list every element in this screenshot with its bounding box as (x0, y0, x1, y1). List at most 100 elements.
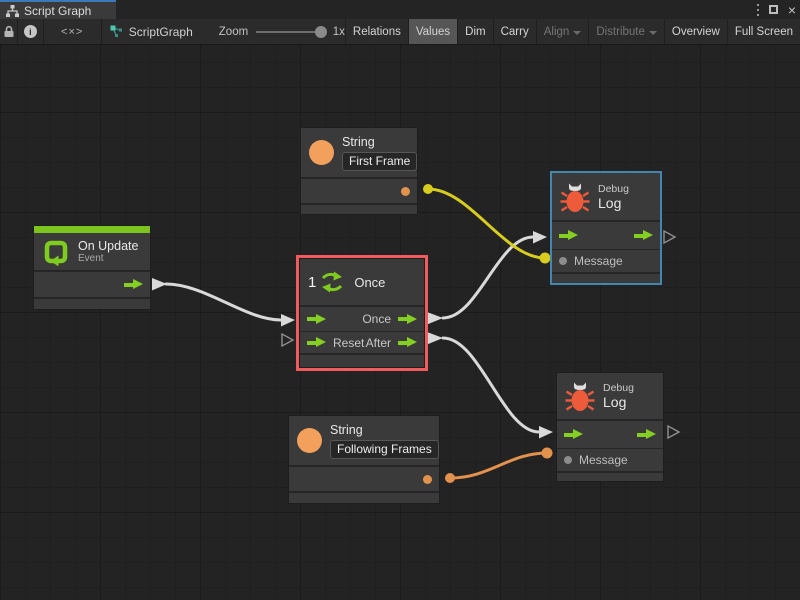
flow-output-port[interactable] (634, 230, 653, 241)
wire-endpoint-dot[interactable] (541, 447, 553, 459)
close-icon[interactable]: × (787, 1, 796, 18)
info-icon: i (23, 25, 37, 38)
wire-once-to-debugbottom[interactable] (441, 336, 541, 434)
node-footer (34, 297, 150, 309)
inspect-button[interactable]: i (18, 19, 44, 44)
node-title: Debug (603, 382, 634, 394)
zoom-slider[interactable] (256, 19, 327, 45)
node-debug-log-top[interactable]: Debug Log Message (551, 172, 661, 284)
node-header: String Following Frames (289, 416, 439, 465)
node-title: String (342, 134, 375, 149)
node-header: On Update Event (34, 233, 150, 270)
node-title: Once (354, 274, 386, 290)
string-value-input[interactable]: First Frame (342, 151, 418, 171)
node-footer (552, 272, 660, 283)
tab-title: Script Graph (24, 3, 92, 18)
zoom-value: 1x (332, 25, 345, 38)
code-view-button[interactable]: <×> (44, 19, 102, 44)
flow-output-port[interactable] (124, 279, 143, 290)
flow-input-port[interactable] (559, 230, 578, 241)
node-string-first-frame[interactable]: String First Frame (300, 127, 418, 215)
port-row: Once (300, 305, 424, 331)
event-accent-bar (34, 226, 150, 233)
title-bar: Script Graph × (0, 0, 800, 19)
port-row: Reset After (300, 331, 424, 353)
flow-input-port[interactable] (307, 313, 326, 325)
cycle-arrows-icon (322, 271, 343, 293)
wire-arrowhead[interactable] (539, 426, 553, 439)
toolbar-buttons: Relations Values Dim Carry Align Distrib… (344, 19, 800, 44)
wire-onupdate-to-once[interactable] (164, 282, 283, 322)
port-row (557, 419, 663, 448)
node-debug-log-bottom[interactable]: Debug Log Message (556, 372, 664, 482)
relations-button[interactable]: Relations (344, 19, 408, 44)
carry-button[interactable]: Carry (492, 19, 536, 44)
wire-once-to-debugtop[interactable] (441, 235, 535, 320)
wire-endpoint-dot[interactable] (445, 473, 455, 483)
button-label: Overview (671, 25, 720, 38)
script-graph-asset-icon (110, 25, 122, 37)
message-input-port[interactable] (564, 456, 572, 464)
message-input-port[interactable] (559, 257, 567, 265)
lock-icon (4, 25, 14, 37)
distribute-button[interactable]: Distribute (588, 19, 664, 44)
full-screen-button[interactable]: Full Screen (726, 19, 800, 44)
wire-arrowhead[interactable] (281, 314, 295, 327)
wire-endpoint-dot[interactable] (539, 252, 551, 264)
unconnected-port-triangle[interactable] (281, 332, 295, 348)
string-value-input[interactable]: Following Frames (330, 439, 439, 459)
node-string-following-frames[interactable]: String Following Frames (288, 415, 440, 504)
flow-output-port[interactable] (637, 429, 656, 440)
tab-script-graph[interactable]: Script Graph (0, 0, 116, 19)
graph-toolbar: i <×> ScriptGraph Zoom 1x Relations Valu… (0, 19, 800, 45)
once-output-port[interactable] (398, 313, 417, 325)
node-footer (301, 203, 417, 214)
node-once[interactable]: 1 Once Once Reset (299, 258, 425, 368)
wire-string-to-debugtop-message[interactable] (426, 187, 547, 260)
maximize-icon[interactable] (768, 5, 778, 14)
button-label: Align (543, 25, 570, 38)
wire-start-triangle[interactable] (152, 278, 167, 291)
wire-endpoint-dot[interactable] (423, 184, 433, 194)
string-type-icon (309, 140, 334, 165)
align-button[interactable]: Align (535, 19, 589, 44)
node-subtitle: Log (603, 394, 627, 410)
flow-input-port[interactable] (564, 429, 583, 440)
after-output-port[interactable] (398, 337, 417, 348)
port-row (552, 220, 660, 249)
graph-name-area[interactable]: ScriptGraph (110, 25, 193, 39)
reset-input-port[interactable] (307, 337, 326, 348)
port-label-reset: Reset (333, 335, 365, 350)
value-output-port[interactable] (401, 186, 410, 196)
wire-string-to-debugbottom-message[interactable] (448, 451, 549, 480)
lock-button[interactable] (0, 19, 19, 44)
button-label: Distribute (596, 25, 645, 38)
code-icon: <×> (61, 25, 84, 38)
button-label: Values (415, 25, 451, 38)
zoom-slider-handle[interactable] (314, 25, 327, 38)
node-footer (289, 491, 439, 503)
wire-arrowhead[interactable] (533, 231, 547, 244)
window-menu-icon[interactable] (756, 3, 759, 6)
dim-button[interactable]: Dim (457, 19, 492, 44)
node-header: String First Frame (301, 128, 418, 177)
values-button[interactable]: Values (407, 19, 458, 44)
port-label-message: Message (574, 254, 623, 268)
dropdown-caret-icon (573, 30, 582, 35)
wire-start-triangle[interactable] (427, 332, 443, 345)
wire-start-triangle[interactable] (427, 312, 443, 325)
value-output-port[interactable] (423, 474, 432, 484)
node-subtitle: Log (598, 194, 622, 211)
node-on-update[interactable]: On Update Event (33, 225, 151, 310)
unconnected-port-triangle[interactable] (667, 424, 681, 440)
port-row (289, 465, 439, 491)
port-row (301, 177, 417, 203)
graph-canvas[interactable]: On Update Event String First Frame (0, 45, 800, 600)
unconnected-port-triangle[interactable] (663, 229, 677, 245)
wire-layer (152, 184, 681, 483)
port-label-after: After (365, 335, 391, 350)
port-label-message: Message (579, 453, 628, 467)
overview-button[interactable]: Overview (663, 19, 727, 44)
zoom-label: Zoom (218, 25, 249, 38)
